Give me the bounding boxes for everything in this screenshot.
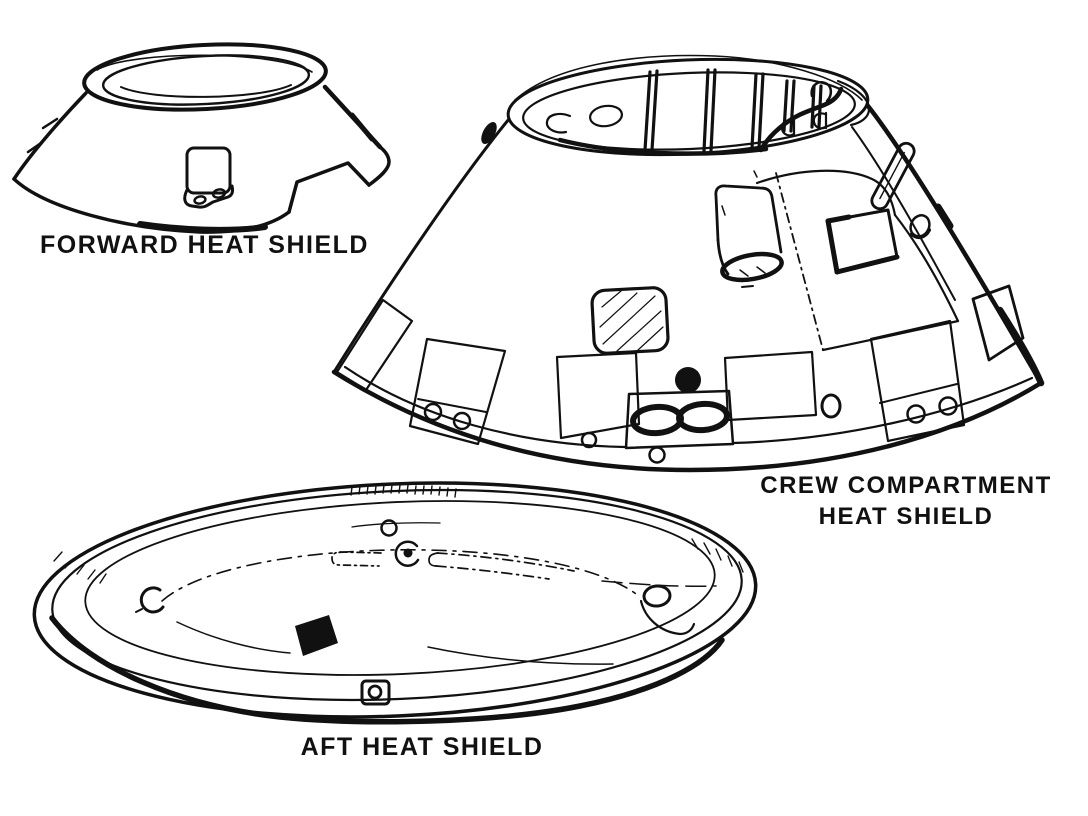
side-window-parallelogram xyxy=(971,284,1025,362)
sill-plate-infinity xyxy=(624,367,735,450)
crew-label-line2: HEAT SHIELD xyxy=(818,503,994,530)
apex-vent-slats xyxy=(643,68,833,153)
aft-heat-shield-figure xyxy=(32,481,758,725)
edge-slot xyxy=(870,141,931,240)
forward-heat-shield-figure xyxy=(12,42,391,234)
center-target-fitting xyxy=(380,519,420,567)
inner-circumference-marks xyxy=(161,522,717,665)
crew-label-line1: CREW COMPARTMENT xyxy=(760,472,1052,499)
rim-holes xyxy=(580,393,842,464)
crew-compartment-heat-shield-figure xyxy=(331,54,1045,473)
umbilical-fairing-cylinder xyxy=(714,184,784,283)
lower-panels xyxy=(335,298,966,446)
bottom-tab-fitting xyxy=(360,679,391,706)
hatched-access-patch xyxy=(590,285,754,355)
aft-heat-shield-label: AFT HEAT SHIELD xyxy=(300,733,544,761)
compression-pad-right xyxy=(639,584,696,636)
rim-serration-ticks xyxy=(53,484,744,584)
forward-heat-shield-label: FORWARD HEAT SHIELD xyxy=(40,231,369,259)
forward-ring-opening xyxy=(82,42,328,112)
dish-rim xyxy=(32,481,758,725)
crew-compartment-heat-shield-label: CREW COMPARTMENT HEAT SHIELD xyxy=(756,470,1056,532)
ablator-patch xyxy=(295,615,338,656)
forward-silhouette xyxy=(12,84,391,234)
belt-panel xyxy=(755,169,960,352)
compression-pad-left xyxy=(135,586,165,614)
forward-umbilical-housing xyxy=(183,146,234,209)
crew-hatch-window xyxy=(825,208,900,275)
apex-fittings xyxy=(545,86,844,178)
